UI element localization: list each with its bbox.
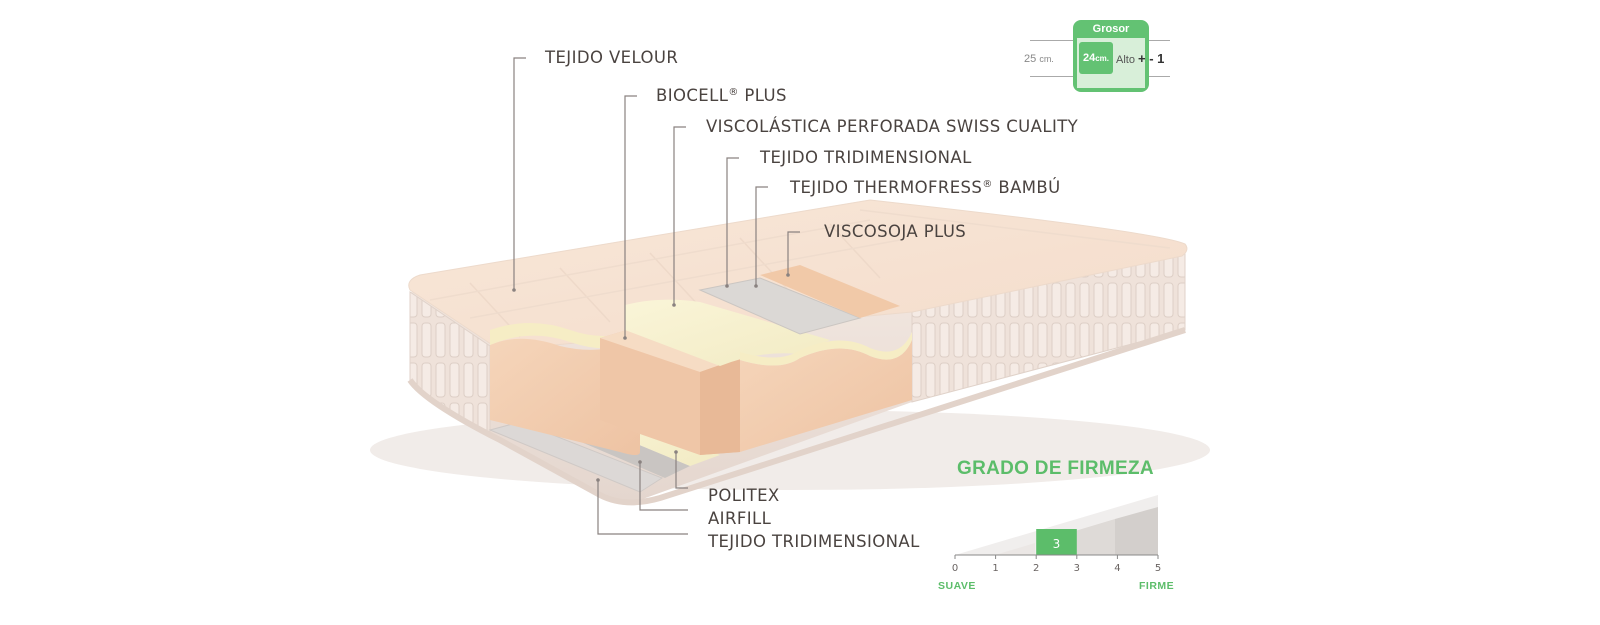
label-thermofress: TEJIDO THERMOFRESS® BAMBÚ <box>790 180 1061 197</box>
firmness-tick-label: 4 <box>1114 563 1120 574</box>
firmness-level-value: 3 <box>1053 537 1061 551</box>
firmness-title: GRADO DE FIRMEZA <box>957 458 1154 480</box>
thickness-previous: 25 cm. <box>1024 53 1054 65</box>
label-viscosoja: VISCOSOJA PLUS <box>824 224 966 241</box>
thickness-badge: Grosor 25 cm. 24cm. Alto + - 1 <box>1030 20 1170 95</box>
firmness-tick-label: 3 <box>1074 563 1080 574</box>
label-tejido-tridimensional-top: TEJIDO TRIDIMENSIONAL <box>760 150 972 167</box>
label-tejido-velour: TEJIDO VELOUR <box>545 50 678 67</box>
firmness-tick-label: 5 <box>1155 563 1161 574</box>
label-politex: POLITEX <box>708 488 780 505</box>
firmness-tick-label: 2 <box>1033 563 1039 574</box>
label-tejido-tridimensional-bottom: TEJIDO TRIDIMENSIONAL <box>708 534 920 551</box>
thickness-title: Grosor <box>1073 23 1149 35</box>
firmness-soft-label: SUAVE <box>938 580 976 592</box>
label-viscolastica: VISCOLÁSTICA PERFORADA SWISS CUALITY <box>706 119 1078 136</box>
thickness-tolerance: Alto + - 1 <box>1116 51 1164 66</box>
thickness-current: 24cm. <box>1079 42 1113 74</box>
firmness-scale: 3 0 1 2 3 4 5 <box>952 495 1161 574</box>
firmness-tick-label: 0 <box>952 563 958 574</box>
label-biocell-plus: BIOCELL® PLUS <box>656 88 787 105</box>
firmness-tick-label: 1 <box>992 563 998 574</box>
label-airfill: AIRFILL <box>708 511 771 528</box>
firmness-firm-label: FIRME <box>1139 580 1174 592</box>
